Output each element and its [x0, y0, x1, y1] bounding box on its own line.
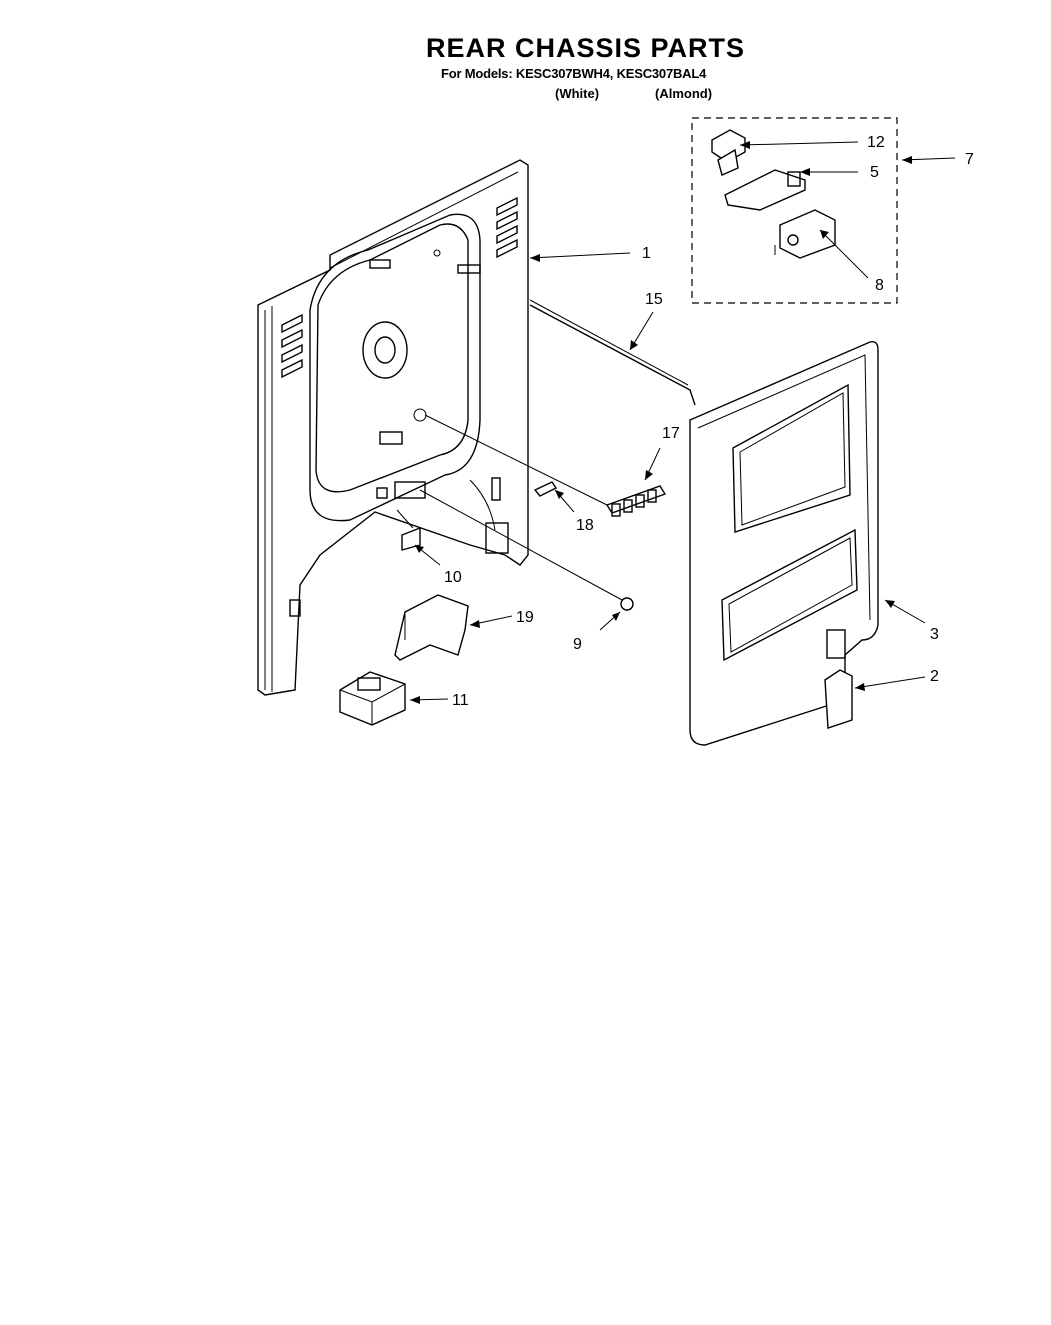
- callout-11: 11: [452, 692, 469, 709]
- callout-7: 7: [965, 151, 974, 168]
- callout-3: 3: [930, 626, 939, 643]
- callout-5: 5: [870, 164, 879, 181]
- access-panel-upper-vent: [732, 383, 851, 533]
- leader-arrowheads: [410, 141, 912, 704]
- callout-9: 9: [573, 636, 582, 653]
- callout-1: 1: [642, 245, 651, 262]
- callout-18: 18: [576, 517, 594, 534]
- callout-15: 15: [645, 291, 663, 308]
- rear-access-panel-part-3: [689, 340, 879, 746]
- clip-part-18: [533, 481, 558, 497]
- color-label-almond: (Almond): [655, 86, 713, 101]
- callout-2: 2: [930, 668, 939, 685]
- bracket-part-2: [824, 669, 853, 729]
- box-part-11: [339, 671, 406, 726]
- access-panel-lower-vent: [721, 528, 858, 662]
- page-title: REAR CHASSIS PARTS: [425, 33, 746, 63]
- callout-12: 12: [867, 134, 885, 151]
- rod-part-15: [529, 299, 696, 406]
- fitting-part-9: [419, 489, 634, 611]
- callout-10: 10: [444, 569, 462, 586]
- inset-assembly-box: [691, 117, 898, 304]
- callout-8: 8: [875, 277, 884, 294]
- bracket-part-19: [394, 594, 469, 661]
- chassis-left-vents: [281, 313, 303, 379]
- terminal-block-part-17: [424, 414, 667, 517]
- callout-numbers: 1 12 5 7 8 15 17 18 10 9 19 11 3 2: [444, 134, 974, 709]
- chassis-right-vents: [496, 196, 518, 259]
- models-line: For Models: KESC307BWH4, KESC307BAL4: [441, 66, 707, 81]
- bracket-part-10: [396, 509, 421, 551]
- rear-chassis-panel: [257, 159, 529, 696]
- callout-19: 19: [516, 609, 534, 626]
- leader-lines: [409, 141, 956, 701]
- callout-17: 17: [662, 425, 680, 442]
- color-label-white: (White): [555, 86, 600, 101]
